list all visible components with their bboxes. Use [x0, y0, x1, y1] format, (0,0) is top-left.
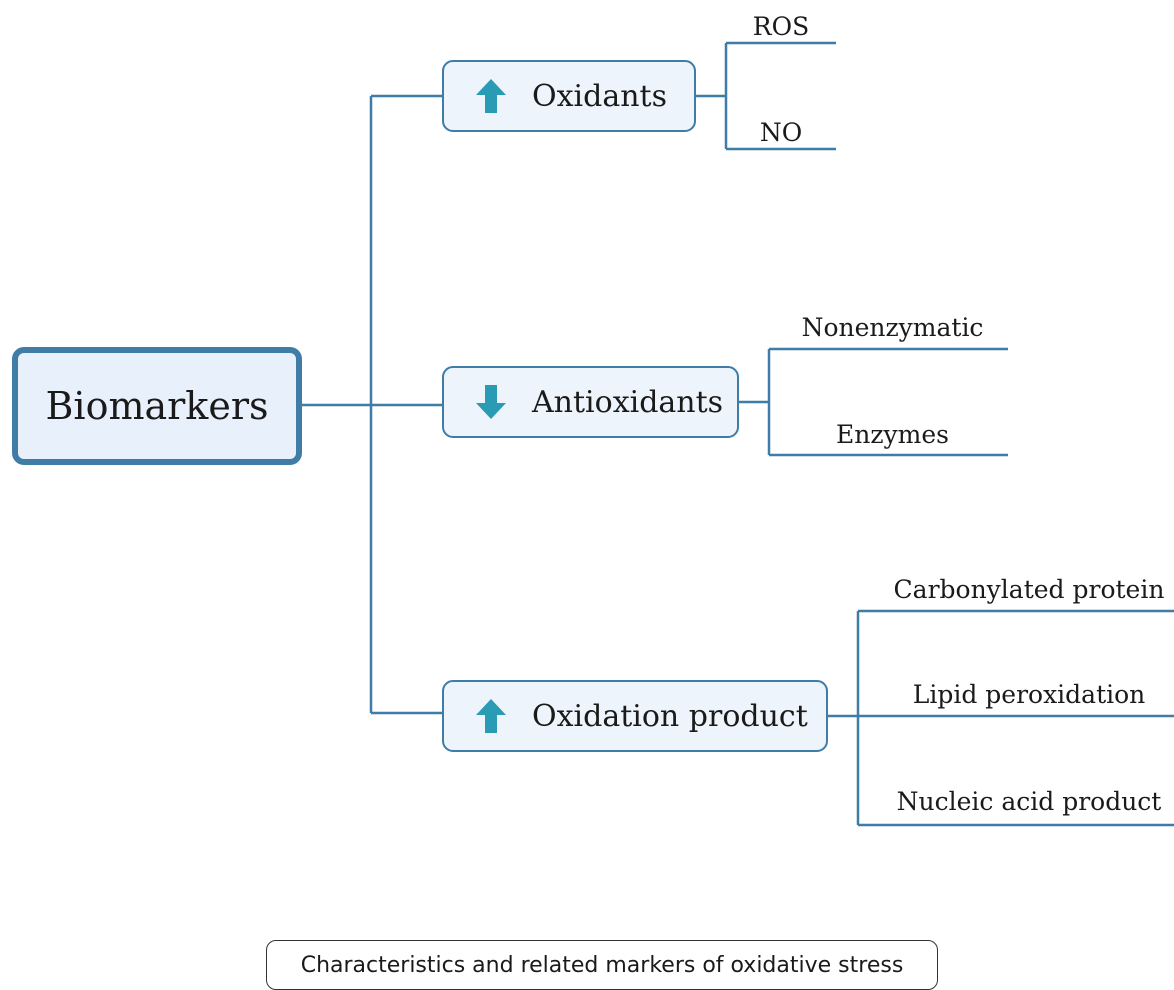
leaf-enzymes: Enzymes: [836, 420, 949, 449]
arrow-up-icon: [476, 79, 506, 113]
arrow-down-icon: [476, 385, 506, 419]
category-oxidation-product: Oxidation product: [442, 680, 828, 752]
leaf-nucleic-acid-product: Nucleic acid product: [896, 787, 1162, 816]
leaf-ros: ROS: [752, 12, 810, 41]
leaf-nonenzymatic: Nonenzymatic: [801, 313, 984, 342]
leaf-lipid-peroxidation: Lipid peroxidation: [912, 680, 1146, 709]
category-label: Oxidation product: [532, 698, 808, 734]
category-oxidants: Oxidants: [442, 60, 696, 132]
category-antioxidants: Antioxidants: [442, 366, 739, 438]
root-node: Biomarkers: [12, 347, 302, 465]
leaf-carbonylated-protein: Carbonylated protein: [893, 575, 1165, 604]
arrow-up-icon: [476, 699, 506, 733]
caption-text: Characteristics and related markers of o…: [300, 953, 904, 978]
figure-caption: Characteristics and related markers of o…: [266, 940, 938, 990]
category-label: Antioxidants: [532, 384, 724, 420]
category-label: Oxidants: [532, 78, 667, 114]
root-label: Biomarkers: [45, 384, 269, 428]
leaf-no: NO: [759, 118, 803, 147]
